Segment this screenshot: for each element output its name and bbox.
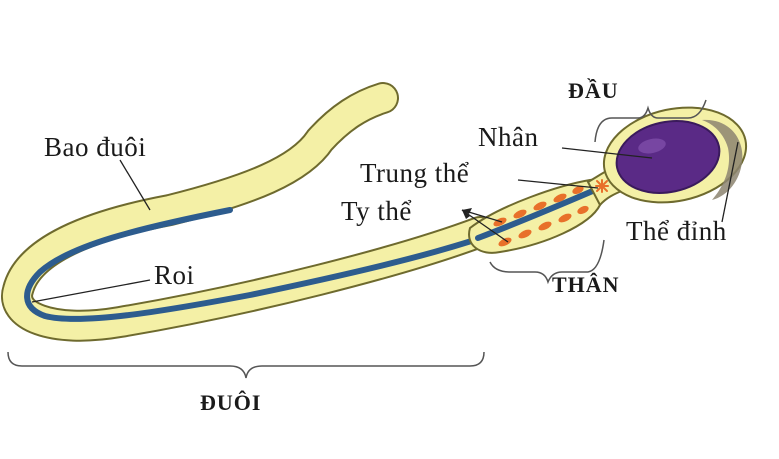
mitochondrion: [498, 237, 512, 247]
leader-nhan: [561, 147, 653, 159]
mitochondria-group: [493, 185, 589, 247]
head-bracket: [594, 99, 707, 143]
midpiece-axis: [475, 187, 598, 241]
label-than: THÂN: [552, 272, 620, 297]
mitochondrion: [513, 209, 527, 219]
ty-the-arrowheads: [462, 208, 472, 219]
leader-bao-duoi: [119, 159, 151, 211]
label-dau: ĐẦU: [568, 78, 619, 103]
mitochondrion: [558, 213, 572, 223]
mitochondrion: [533, 201, 547, 211]
leader-roi: [31, 279, 151, 303]
label-nhan: Nhân: [478, 122, 539, 152]
leader-lines: [31, 141, 739, 303]
mitochondrion: [538, 221, 552, 231]
mitochondrion: [553, 193, 567, 203]
label-trung-the: Trung thể: [360, 158, 470, 188]
flagellum: [24, 195, 583, 322]
nucleus: [615, 120, 721, 194]
label-duoi: ĐUÔI: [200, 390, 262, 415]
acrosome: [702, 119, 743, 200]
mitochondrion: [577, 205, 589, 215]
leader-trung-the: [517, 179, 599, 189]
mitochondrion: [518, 229, 532, 239]
tail-bracket: [7, 351, 485, 379]
body-bracket: [489, 239, 605, 285]
label-ty-the: Ty thể: [341, 196, 412, 226]
label-bao-duoi: Bao đuôi: [44, 132, 147, 162]
leader-ty-the-2: [461, 209, 509, 243]
centriole-icon: [595, 179, 609, 193]
mitochondrion: [572, 185, 584, 195]
label-the-dinh: Thể đỉnh: [626, 216, 727, 246]
leader-the-dinh: [721, 141, 739, 223]
nucleus-highlight: [638, 138, 666, 154]
tail-end-piece: [316, 94, 387, 144]
label-roi: Roi: [154, 260, 195, 290]
